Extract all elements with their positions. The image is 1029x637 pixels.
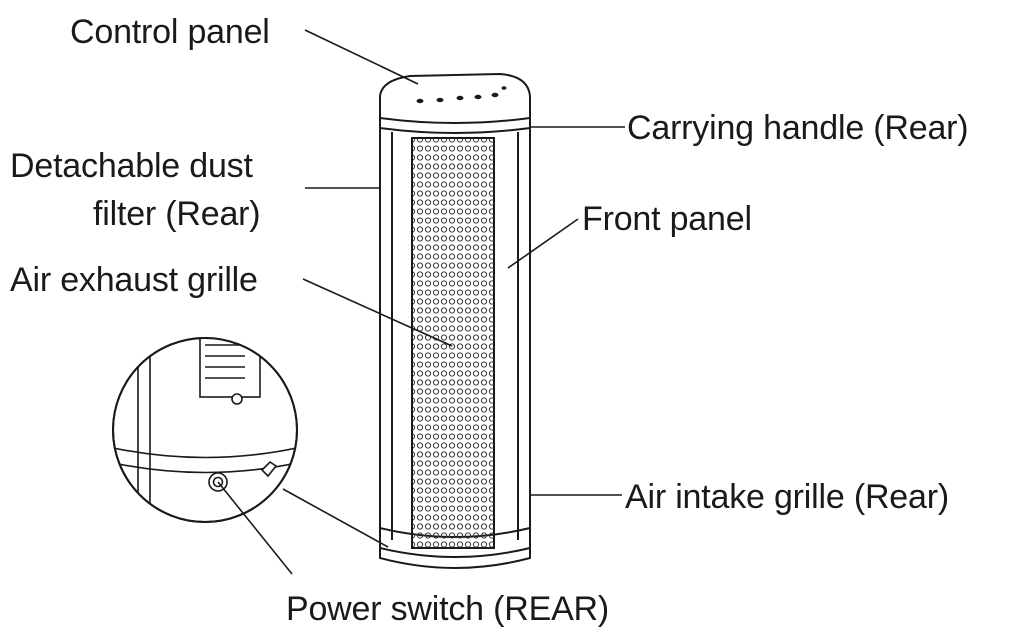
label-dust-filter-line1: Detachable dust [10, 147, 253, 185]
leader-control-panel [304, 29, 419, 85]
label-carrying-handle: Carrying handle (Rear) [627, 109, 969, 147]
leader-power-switch [217, 481, 293, 575]
label-intake-grille: Air intake grille (Rear) [625, 478, 949, 516]
leader-front-panel [507, 218, 579, 269]
control-panel-buttons [416, 86, 507, 104]
base [379, 528, 531, 569]
label-front-panel: Front panel [582, 200, 752, 238]
top-cap [379, 72, 531, 124]
power-switch-zoom [112, 337, 298, 523]
label-dust-filter-line2: filter (Rear) [93, 195, 261, 233]
leader-lines [217, 29, 625, 575]
leader-zoom [282, 488, 389, 548]
label-control-panel: Control panel [70, 13, 270, 51]
exhaust-grille-panel [411, 137, 495, 549]
label-power-switch: Power switch (REAR) [286, 590, 610, 628]
label-exhaust-grille: Air exhaust grille [10, 261, 258, 299]
leader-exhaust-grille [302, 278, 453, 347]
